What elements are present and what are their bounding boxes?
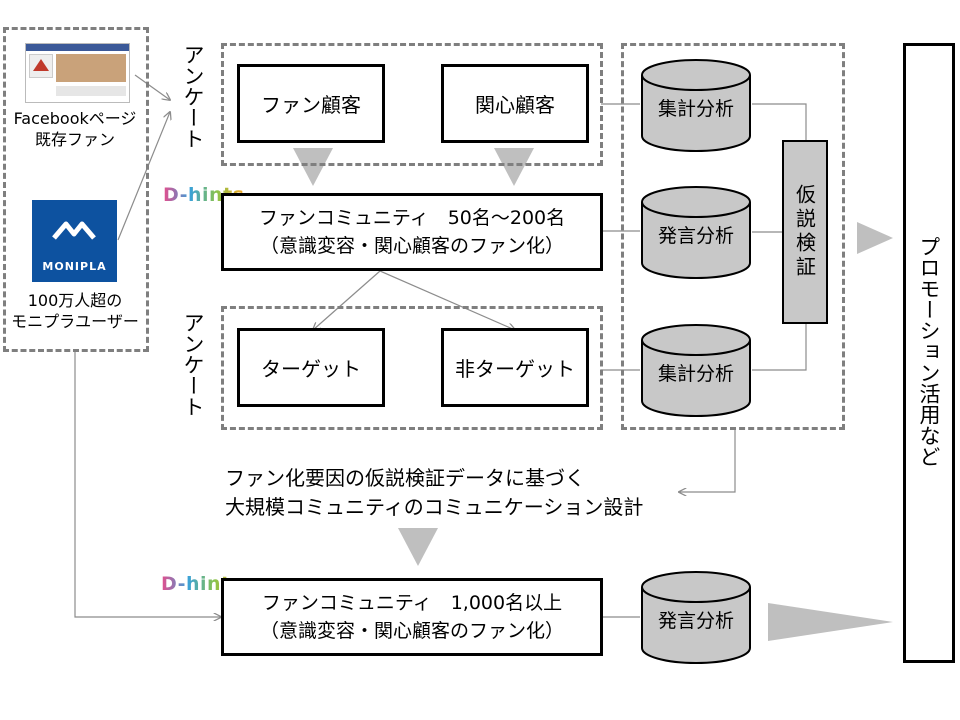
cylinder-aggregate-top: 集計分析 (640, 58, 752, 153)
sources-panel (3, 27, 149, 352)
arrow-monipla-to-large-community (74, 352, 221, 617)
right-arrow-wedge (768, 603, 893, 641)
monipla-logo: MONIPLA (32, 200, 117, 282)
cylinder-aggregate-top-label: 集計分析 (657, 98, 734, 120)
monipla-caption-line1: 100万人超の (27, 291, 123, 310)
survey-label-top: アンケート (181, 44, 205, 149)
down-arrow-left (293, 148, 333, 186)
right-arrow-to-promotion (857, 222, 893, 254)
fan-customer-box: ファン顧客 (237, 64, 385, 143)
promotion-label: プロモーション活用など (917, 236, 941, 467)
hypothesis-box: 仮説検証 (782, 140, 828, 324)
fan-community-large-line1: ファンコミュニティ 1,000名以上 (261, 592, 563, 614)
communication-design-text: ファン化要因の仮説検証データに基づく 大規模コミュニティのコミュニケーション設計 (225, 464, 685, 522)
fan-community-large-line2: （意識変容・関心顧客のファン化） (259, 620, 564, 642)
fan-community-small-line1: ファンコミュニティ 50名～200名 (258, 207, 566, 229)
design-text-line2: 大規模コミュニティのコミュニケーション設計 (225, 495, 644, 519)
monipla-caption-line2: モニプラユーザー (11, 312, 139, 331)
arrow-monipla-to-survey (117, 112, 170, 241)
arrow-to-target (313, 270, 381, 330)
monipla-mark-icon (52, 221, 96, 240)
cylinder-speech-mid: 発言分析 (640, 185, 752, 280)
cylinder-speech-bottom: 発言分析 (640, 570, 752, 665)
analysis-group (621, 43, 845, 430)
fan-community-small-line2: （意識変容・関心顧客のファン化） (259, 235, 564, 257)
cylinder-speech-bottom-label: 発言分析 (657, 610, 734, 632)
monipla-logo-text: MONIPLA (42, 260, 107, 273)
cylinder-aggregate-bottom-label: 集計分析 (657, 363, 734, 385)
arrow-analysis-to-design (679, 428, 736, 492)
target-box: ターゲット (237, 328, 385, 407)
cylinder-aggregate-bottom: 集計分析 (640, 323, 752, 418)
survey-group-top (221, 43, 603, 166)
down-arrow-right (494, 148, 534, 186)
facebook-page-thumbnail (25, 43, 130, 103)
fan-community-large: ファンコミュニティ 1,000名以上 （意識変容・関心顧客のファン化） (221, 578, 603, 656)
facebook-caption: Facebookページ 既存ファン (0, 108, 150, 150)
survey-group-bottom (221, 306, 603, 430)
arrow-to-non-target (379, 270, 515, 330)
hypothesis-label: 仮説検証 (792, 184, 817, 280)
non-target-box: 非ターゲット (441, 328, 589, 407)
facebook-caption-line2: 既存ファン (34, 130, 115, 149)
survey-label-bottom: アンケート (181, 312, 205, 417)
facebook-caption-line1: Facebookページ (13, 109, 137, 128)
promotion-box: プロモーション活用など (903, 43, 955, 663)
down-arrow-design (398, 528, 438, 566)
monipla-caption: 100万人超の モニプラユーザー (0, 290, 150, 332)
arrow-facebook-to-survey (134, 74, 170, 100)
interested-customer-box: 関心顧客 (441, 64, 589, 143)
cylinder-speech-mid-label: 発言分析 (657, 225, 734, 247)
fan-community-small: ファンコミュニティ 50名～200名 （意識変容・関心顧客のファン化） (221, 193, 603, 271)
design-text-line1: ファン化要因の仮説検証データに基づく (225, 466, 585, 490)
